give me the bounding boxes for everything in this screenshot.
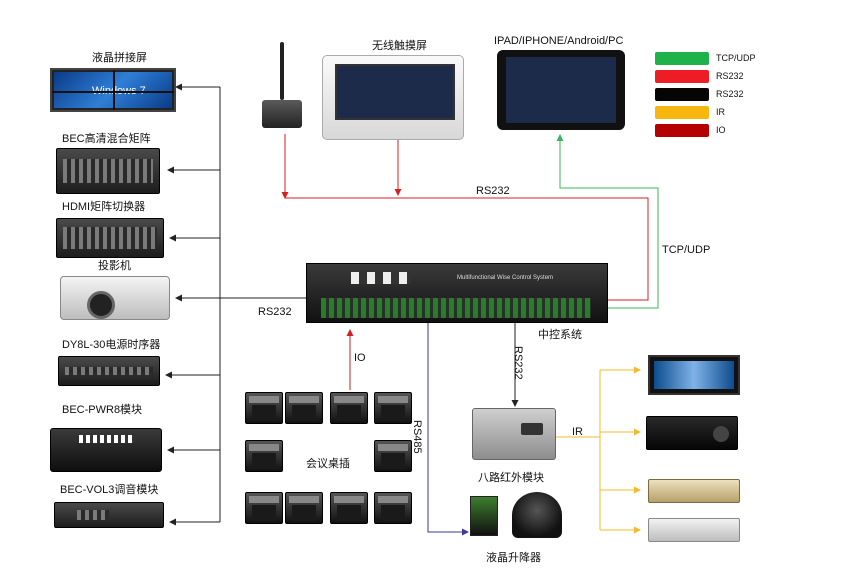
tcp-line: [556, 134, 659, 309]
label-tcp-udp: TCP/UDP: [662, 244, 711, 256]
label-lcd-lift: 液晶升降器: [486, 552, 541, 564]
lcd-wall: Windows 7: [50, 68, 176, 112]
label-power-sequencer: DY8L-30电源时序器: [62, 339, 161, 351]
controller-front-text: Multifunctional Wise Control System: [457, 275, 554, 281]
legend-label-io: IO: [716, 125, 726, 135]
table-socket: [245, 392, 283, 424]
label-rs232-left: RS232: [258, 306, 292, 318]
legend-swatch-rs232-black: [655, 88, 709, 101]
rs232-top-lines: [281, 134, 649, 301]
power-sequencer: [58, 356, 160, 386]
wireless-touch-screen: [322, 55, 464, 140]
pwr8-module: [50, 428, 162, 472]
label-rs232-down: RS232: [512, 346, 524, 380]
hd-matrix: [56, 148, 160, 194]
label-pwr8-module: BEC-PWR8模块: [62, 404, 143, 416]
vol3-module: [54, 502, 164, 528]
tablet: [497, 50, 625, 130]
legend-label-ir: IR: [716, 107, 725, 117]
table-socket: [245, 492, 283, 524]
wireless-antenna-unit: [258, 42, 306, 134]
central-controller: Multifunctional Wise Control System: [306, 263, 608, 323]
label-projector: 投影机: [98, 260, 131, 272]
rs485-line: [427, 322, 469, 536]
dvd-player-gold: [648, 479, 740, 503]
table-socket: [285, 392, 323, 424]
table-socket: [374, 392, 412, 424]
projector: [60, 276, 170, 320]
table-socket: [245, 440, 283, 472]
ptz-camera: [512, 492, 562, 538]
label-touch-screen: 无线触摸屏: [372, 40, 427, 52]
left-bus: [165, 83, 318, 526]
label-hdmi-switcher: HDMI矩阵切换器: [62, 201, 146, 213]
legend-label-rs232-black: RS232: [716, 89, 744, 99]
legend-swatch-io: [655, 124, 709, 137]
label-controller: 中控系统: [538, 329, 582, 341]
table-socket: [374, 440, 412, 472]
label-ir-module: 八路红外模块: [478, 472, 544, 484]
legend-swatch-rs232: [655, 70, 709, 83]
dvd-player-silver: [648, 518, 740, 542]
ir-lines: [556, 366, 641, 534]
label-tablet: IPAD/IPHONE/Android/PC: [494, 35, 624, 47]
label-io: IO: [354, 352, 366, 364]
legend-label-tcp: TCP/UDP: [716, 53, 756, 63]
label-table-sockets: 会议桌插: [306, 458, 350, 470]
hdmi-switcher: [56, 218, 164, 258]
table-socket: [330, 392, 368, 424]
label-hd-matrix: BEC高清混合矩阵: [62, 133, 151, 145]
label-lcd-wall: 液晶拼接屏: [92, 52, 147, 64]
av-receiver: [646, 416, 738, 450]
label-ir: IR: [572, 426, 583, 438]
label-rs232-top: RS232: [476, 185, 510, 197]
legend-label-rs232: RS232: [716, 71, 744, 81]
lcd-lift: [470, 496, 498, 536]
label-vol3-module: BEC-VOL3调音模块: [60, 484, 159, 496]
table-socket: [374, 492, 412, 524]
legend-swatch-ir: [655, 106, 709, 119]
ir-module: [472, 408, 556, 460]
legend-swatch-tcp: [655, 52, 709, 65]
table-socket: [330, 492, 368, 524]
tv-screen: [648, 355, 740, 395]
table-socket: [285, 492, 323, 524]
